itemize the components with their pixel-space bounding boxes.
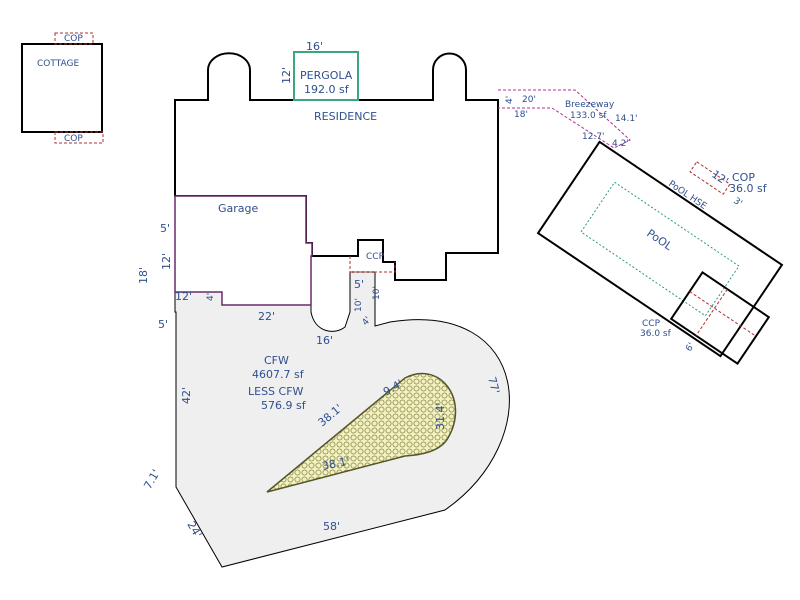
cottage-porch-bottom	[54, 131, 104, 144]
ccp-label-pool: CCP	[642, 319, 661, 329]
p-dim-7-1: 7.1'	[141, 467, 163, 491]
garage-label: Garage	[218, 202, 259, 215]
ccp-dim-6: 6'	[684, 341, 697, 353]
g-dim-4: 4'	[206, 293, 216, 301]
bw-dim-4-2: 4.2'	[612, 139, 629, 149]
cfw-area: 4607.7 sf	[252, 368, 305, 381]
bw-dim-20: 20'	[522, 95, 536, 105]
g-dim-12h: 12'	[175, 290, 192, 303]
cottage-label: COTTAGE	[37, 59, 79, 69]
breezeway-area	[498, 89, 631, 149]
g-dim-5a: 5'	[160, 222, 170, 235]
g-dim-12v: 12'	[160, 253, 173, 270]
bw-dim-4: 4'	[505, 96, 515, 104]
cop-label-pool: COP	[732, 171, 755, 184]
g-dim-18: 18'	[137, 267, 150, 284]
pergola-box	[293, 51, 359, 101]
t-dim-38b: 38.1'	[321, 454, 351, 472]
pool-house-label: PoOL HSE	[666, 179, 708, 212]
bw-dim-14-1: 14.1'	[615, 114, 638, 124]
ccp-label: CCP	[366, 252, 385, 262]
breezeway-label: Breezeway	[565, 100, 615, 110]
cfw-label: CFW	[264, 354, 289, 367]
cop-dim-12: 12'	[709, 168, 730, 188]
ccp-area	[349, 256, 396, 273]
cop-dim-3: 3'	[731, 196, 743, 209]
pergola-width: 16'	[306, 40, 323, 53]
c-dim-10a: 10'	[354, 298, 364, 312]
less-cfw-label: LESS CFW	[248, 385, 304, 398]
residence-label: RESIDENCE	[314, 110, 377, 123]
c-dim-5: 5'	[354, 278, 364, 291]
c-dim-10b: 10'	[372, 286, 382, 300]
p-dim-77: 77'	[485, 375, 502, 395]
pool-label: PoOL	[644, 227, 675, 254]
pergola-height: 12'	[280, 67, 293, 84]
cop-area: 36.0 sf	[729, 182, 768, 195]
t-dim-31-4: 31.4'	[434, 402, 447, 430]
less-cfw-area: 576.9 sf	[261, 399, 307, 412]
cfw-deck	[174, 240, 510, 568]
garage-outline	[174, 195, 313, 306]
g-dim-16: 16'	[316, 334, 333, 347]
cop-porch	[689, 161, 731, 195]
cop-label-bottom: COP	[64, 134, 83, 144]
cottage-building	[21, 43, 103, 133]
bw-dim-18: 18'	[514, 110, 528, 120]
cottage-porch-top	[54, 32, 94, 45]
p-dim-58: 58'	[323, 520, 340, 533]
p-dim-42: 42'	[180, 387, 193, 404]
g-dim-22: 22'	[258, 310, 275, 323]
bw-dim-12-7: 12.7'	[582, 132, 605, 142]
pergola-label: PERGOLA	[300, 69, 353, 82]
breezeway-area: 133.0 sf	[570, 111, 607, 121]
pergola-area: 192.0 sf	[304, 83, 350, 96]
g-dim-5b: 5'	[158, 318, 168, 331]
less-cfw-area	[266, 372, 457, 493]
cop-label-top: COP	[64, 34, 83, 44]
ccp-area-pool: 36.0 sf	[640, 329, 672, 339]
